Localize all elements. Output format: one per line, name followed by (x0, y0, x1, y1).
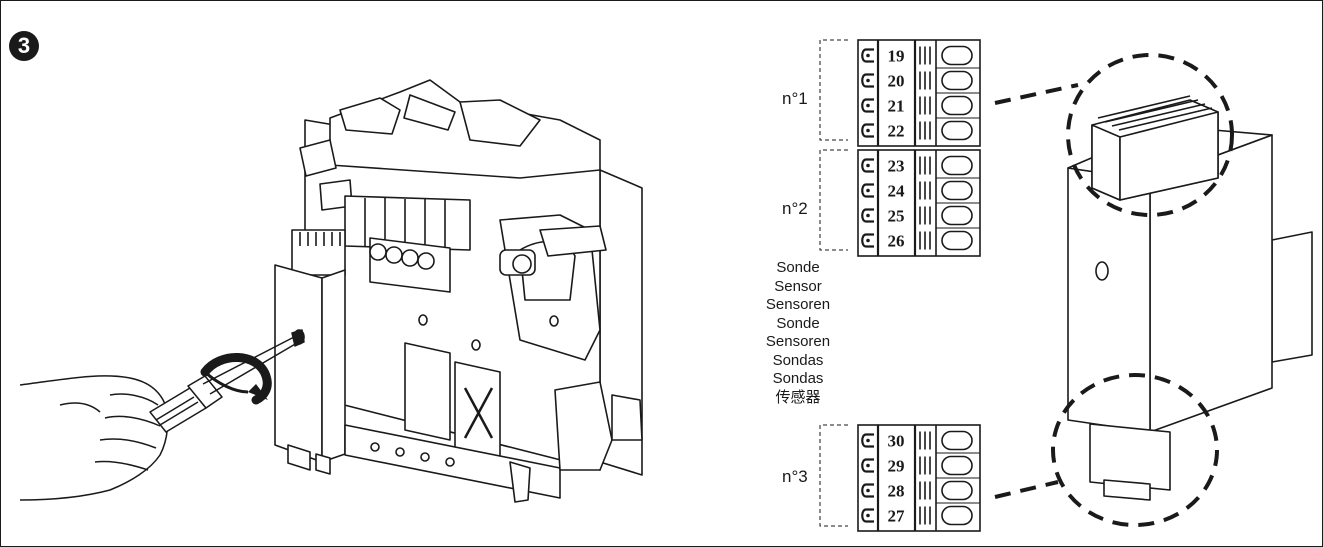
terminal-number: 24 (888, 182, 906, 201)
terminal-22: 22 (861, 117, 980, 141)
terminal-number: 23 (888, 157, 905, 176)
sensor-label: Sensor (774, 277, 822, 295)
terminal-number: 22 (888, 122, 905, 141)
sensor-label: Sensoren (765, 333, 831, 350)
terminal-26: 26 (861, 227, 980, 251)
terminal-28: 28 (861, 477, 980, 501)
sensor-label: Sonde (776, 314, 820, 332)
terminal-number: 26 (888, 232, 905, 251)
terminal-23: 23 (861, 155, 973, 176)
sensor-label: 传感器 (775, 388, 821, 406)
group-label-2: n°2 (782, 199, 808, 218)
group-label-1: n°1 (782, 89, 808, 108)
terminal-block-2: 23 24 25 26 (857, 149, 981, 257)
sensor-label: Sensoren (765, 296, 831, 313)
terminal-number: 30 (888, 432, 905, 451)
terminal-27: 27 (861, 502, 980, 526)
terminal-number: 27 (888, 507, 906, 526)
terminal-number: 21 (888, 97, 905, 116)
terminal-block-1: 19 20 21 22 (857, 39, 981, 147)
sensor-label: Sonde (776, 259, 820, 276)
step-number-badge: 3 (9, 31, 39, 61)
terminal-number: 19 (888, 47, 905, 66)
sensor-label-list: Sonde Sensor Sensoren Sonde Sensoren Son… (748, 259, 848, 407)
terminal-19: 19 (861, 45, 973, 66)
rotation-arrow-icon (200, 353, 272, 405)
terminal-block-3: 30 29 28 27 (857, 424, 981, 532)
terminal-21: 21 (861, 92, 980, 116)
terminal-number: 28 (888, 482, 905, 501)
terminal-25: 25 (861, 202, 980, 226)
terminal-number: 29 (888, 457, 905, 476)
terminal-30: 30 (861, 430, 973, 451)
terminal-number: 25 (888, 207, 905, 226)
sensor-module-drawing (1067, 95, 1313, 501)
group-label-3: n°3 (782, 467, 808, 486)
terminal-20: 20 (861, 67, 980, 91)
terminal-number: 20 (888, 72, 905, 91)
group-brackets (819, 39, 848, 527)
sensor-label: Sondas (772, 351, 824, 369)
terminal-blocks: 19 20 21 22 23 24 25 26 30 29 28 27 (857, 39, 981, 532)
thermostat-unit-drawing (274, 79, 643, 503)
terminal-24: 24 (861, 177, 980, 201)
sensor-label: Sondas (772, 370, 824, 387)
callout-circles (994, 53, 1234, 527)
hand-drawing (19, 375, 169, 501)
terminal-29: 29 (861, 452, 980, 476)
